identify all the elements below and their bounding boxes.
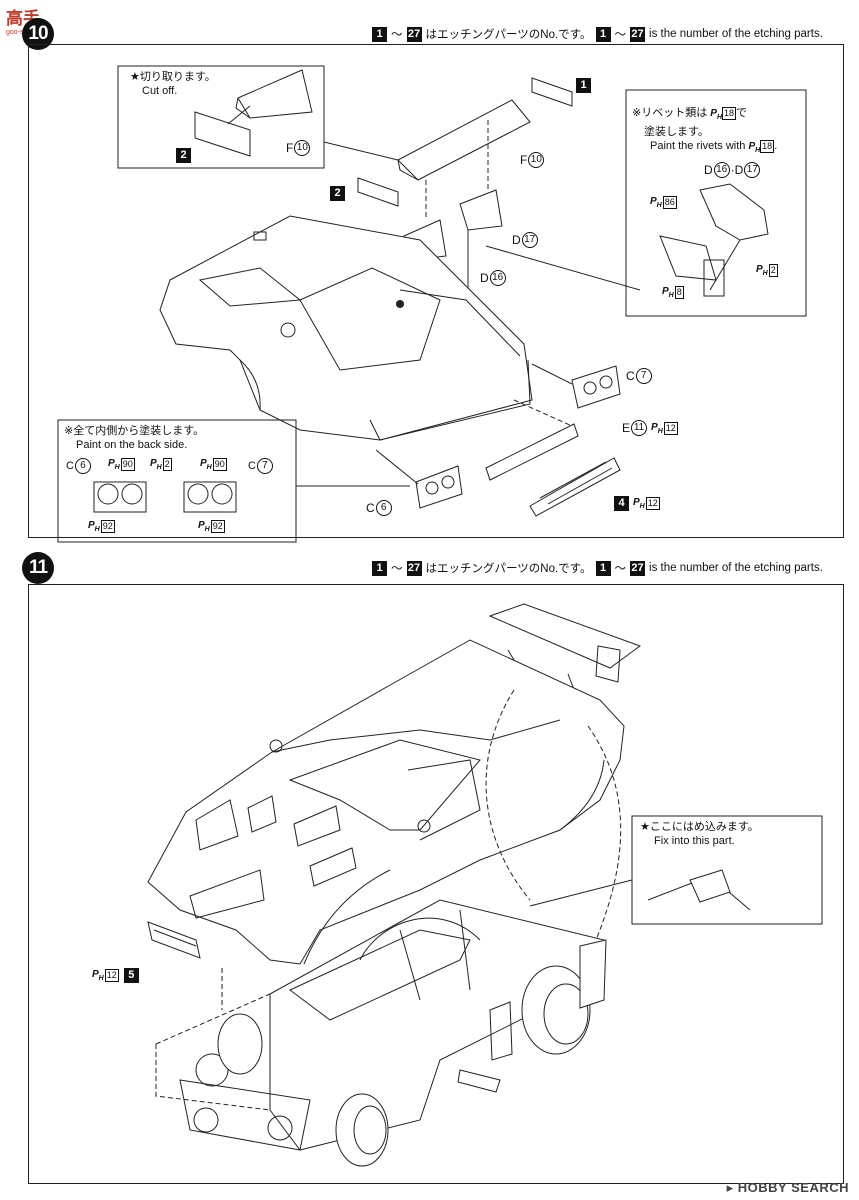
etching-2-inset: 2: [176, 148, 191, 163]
note-back-side: ※全て内側から塗装します。 Paint on the back side.: [64, 425, 205, 451]
etching-from-2: 1: [595, 26, 611, 42]
etching-2: 2: [330, 186, 345, 201]
etching-to-2: 27: [630, 26, 646, 42]
note-fix-part: ★ここにはめ込みます。 Fix into this part.: [640, 821, 759, 847]
etching-from-3: 1: [372, 560, 387, 576]
footer-watermark: ▸ HOBBY SEARCH: [726, 1180, 849, 1195]
header-en: is the number of the etching parts.: [649, 28, 823, 40]
step11-header: 1 ～ 27 はエッチングパーツのNo.です。 1 ～ 27 is the nu…: [372, 560, 823, 576]
header-jp-2: はエッチングパーツのNo.です。: [425, 563, 592, 575]
step-number-10: 10: [22, 18, 54, 50]
etching-from: 1: [372, 26, 387, 42]
etching-from-4: 1: [595, 560, 611, 576]
footer-watermark-icon: ▸: [726, 1180, 734, 1195]
step11-frame: [28, 584, 844, 1184]
step-number-11: 11: [22, 552, 54, 584]
etching-to: 27: [406, 26, 422, 42]
note-cutoff: ★切り取ります。 Cut off.: [130, 71, 216, 97]
header-en-2: is the number of the etching parts.: [649, 562, 823, 574]
etching-to-3: 27: [406, 560, 422, 576]
header-jp: はエッチングパーツのNo.です。: [425, 29, 592, 41]
step10-frame: [28, 44, 844, 538]
step10-header: 1 ～ 27 はエッチングパーツのNo.です。 1 ～ 27 is the nu…: [372, 26, 823, 42]
etching-to-4: 27: [630, 560, 646, 576]
etching-1: 1: [576, 78, 591, 93]
